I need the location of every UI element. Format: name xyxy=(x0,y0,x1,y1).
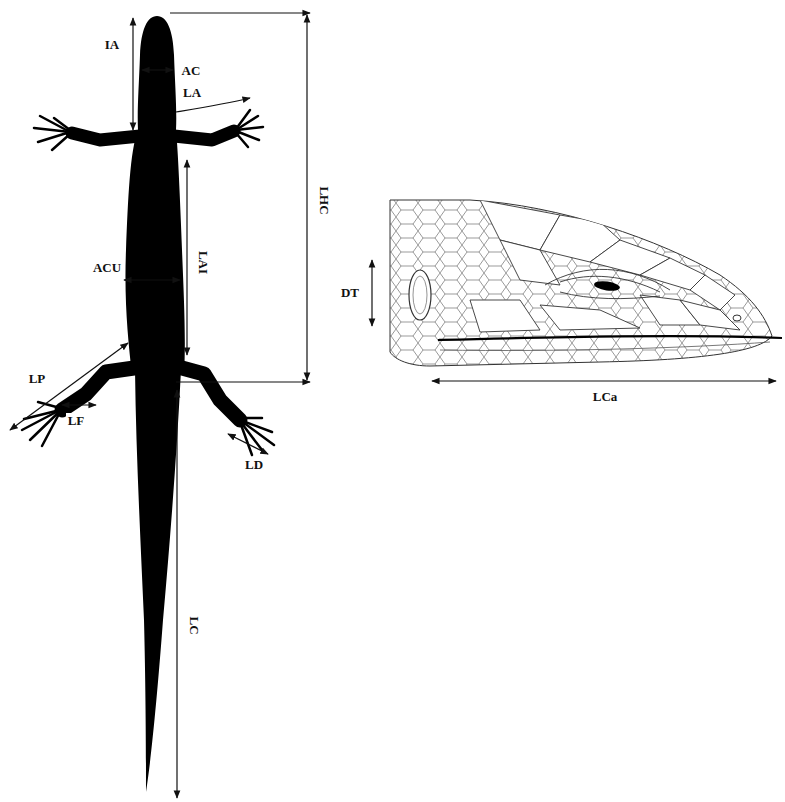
dimension-lines xyxy=(372,260,776,381)
dimension-label: DT xyxy=(339,285,361,300)
dimension-label: LCa xyxy=(591,389,620,404)
dimension-label: LD xyxy=(243,457,265,472)
dimension-label: ACU xyxy=(91,260,123,275)
head-lateral-view xyxy=(385,195,782,370)
dimension-lines xyxy=(10,13,310,798)
dimension-label: LP xyxy=(27,371,48,386)
dimension-label: AC xyxy=(180,63,203,78)
dimension-label: LC xyxy=(187,614,202,636)
dimension-label: LHC xyxy=(316,184,331,216)
lizard-silhouette xyxy=(22,16,274,792)
dimension-label: LF xyxy=(66,413,87,428)
dimension-label: IA xyxy=(103,37,121,52)
dimension-label: LA xyxy=(181,85,203,100)
dimension-label: LAI xyxy=(197,248,212,275)
